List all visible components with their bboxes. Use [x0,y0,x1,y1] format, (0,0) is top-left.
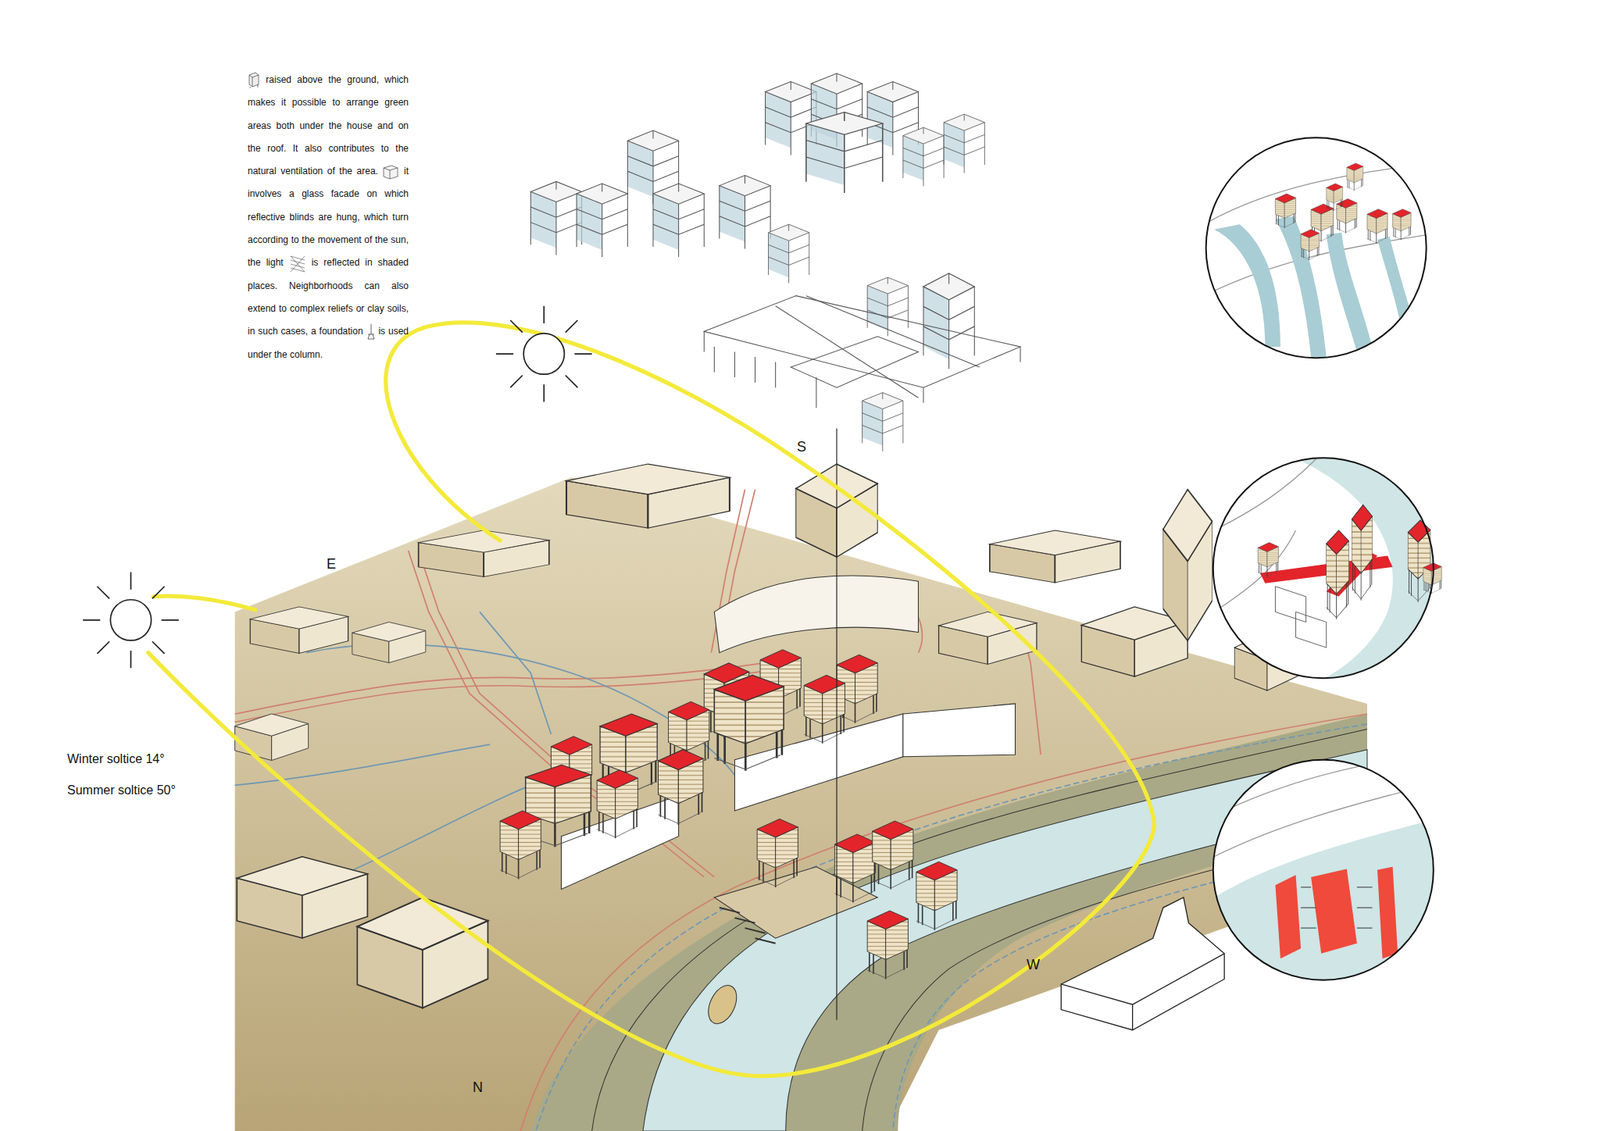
compass-letter: N [472,1079,483,1097]
annotation-text: raised above the ground, which makes it … [247,74,409,177]
facade-icon [366,325,376,337]
facade-icon [289,257,307,268]
compass-letter: W [1026,957,1040,974]
compass-letter: E [326,556,336,573]
annotation-text: it involves a glass facade on which refl… [247,165,409,268]
facade-icon [382,165,400,177]
annotation-text: is reflected in shaded places. Neighborh… [247,257,409,337]
solstice-note: Winter soltice 14° [67,752,165,767]
solstice-note: Summer soltice 50° [67,783,176,798]
annotation-paragraph: raised above the ground, which makes it … [247,68,409,367]
facade-icon [247,74,261,86]
compass-letter: S [796,439,807,456]
